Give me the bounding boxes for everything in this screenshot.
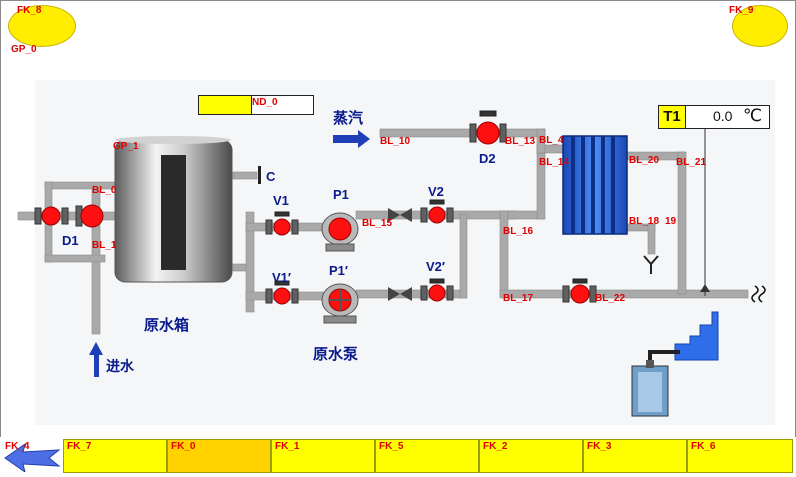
fk5-button[interactable]: FK_5 [375, 439, 479, 473]
fk9-label: FK_9 [729, 5, 754, 16]
fk3-label: FK_3 [587, 441, 612, 452]
p1-prime-tag: P1′ [329, 263, 349, 278]
valves [34, 110, 597, 305]
t1-unit: ℃ [743, 106, 763, 126]
fk8-round-button[interactable] [8, 5, 76, 47]
temperature-readout: T1 0.0 ℃ [658, 105, 770, 129]
fk6-button[interactable]: FK_6 [687, 439, 793, 473]
v1-tag: V1 [273, 193, 289, 208]
bl15-label[interactable]: BL_15 [362, 218, 393, 229]
d1-tag: D1 [62, 233, 79, 248]
pump-p1-prime [321, 283, 359, 324]
tank-level-fill [199, 96, 253, 114]
tank-level-gauge [198, 95, 314, 115]
bl20-label[interactable]: BL_20 [629, 155, 660, 166]
bl14-label[interactable]: BL_14 [539, 157, 570, 168]
tank-label: 原水箱 [144, 316, 190, 334]
v1-prime-tag: V1′ [272, 270, 292, 285]
drain-y [643, 255, 659, 274]
steam-arrow [333, 130, 370, 148]
fk4-label: FK_4 [5, 441, 30, 452]
water-bottle [631, 360, 669, 417]
bl16-label[interactable]: BL_16 [503, 226, 534, 237]
process-diagram [17, 80, 775, 425]
bl19-label[interactable]: 19 [665, 216, 677, 227]
d2-tag: D2 [479, 151, 496, 166]
fk0-label: FK_0 [171, 441, 196, 452]
v2-tag: V2 [428, 184, 444, 199]
p1-tag: P1 [333, 187, 349, 202]
bl18-label[interactable]: BL_18 [629, 216, 660, 227]
bl22-label[interactable]: BL_22 [595, 293, 626, 304]
bl17-label[interactable]: BL_17 [503, 293, 534, 304]
heat-exchanger [562, 135, 628, 235]
c-tag: C [266, 169, 276, 184]
outlet-symbol [751, 285, 766, 303]
pump-p1 [321, 212, 359, 252]
fk9-round-button[interactable] [732, 5, 788, 47]
fk2-button[interactable]: FK_2 [479, 439, 583, 473]
bl13-label[interactable]: BL_13 [505, 136, 536, 147]
fk3-button[interactable]: FK_3 [583, 439, 687, 473]
v2-prime-tag: V2′ [426, 259, 446, 274]
bl21-label[interactable]: BL_21 [676, 157, 707, 168]
steam-label: 蒸汽 [333, 109, 364, 127]
fk0-button[interactable]: FK_0 [167, 439, 271, 473]
fk1-button[interactable]: FK_1 [271, 439, 375, 473]
fk5-label: FK_5 [379, 441, 404, 452]
back-arrow-button[interactable] [3, 442, 61, 474]
fk7-button[interactable]: FK_7 [63, 439, 167, 473]
fk2-label: FK_2 [483, 441, 508, 452]
back-arrow-icon [4, 442, 61, 474]
t1-tag: T1 [659, 106, 686, 128]
fk8-label: FK_8 [17, 5, 42, 16]
inlet-label: 进水 [106, 359, 134, 375]
bl4-label[interactable]: BL_4 [539, 135, 564, 146]
raw-water-tank [114, 136, 261, 283]
check-valves [388, 208, 412, 301]
bl0-label[interactable]: BL_0 [92, 185, 117, 196]
fk1-label: FK_1 [275, 441, 300, 452]
t1-value: 0.0 [713, 108, 733, 124]
gp1-label: GP_1 [113, 141, 139, 152]
fk7-label: FK_7 [67, 441, 92, 452]
bl1-label[interactable]: BL_1 [92, 240, 117, 251]
gp0-label: GP_0 [11, 44, 37, 55]
pump-label: 原水泵 [313, 345, 359, 363]
inlet-arrow [89, 342, 103, 377]
nd0-label: ND_0 [252, 97, 278, 108]
fk6-label: FK_6 [691, 441, 716, 452]
bl10-label[interactable]: BL_10 [380, 136, 411, 147]
